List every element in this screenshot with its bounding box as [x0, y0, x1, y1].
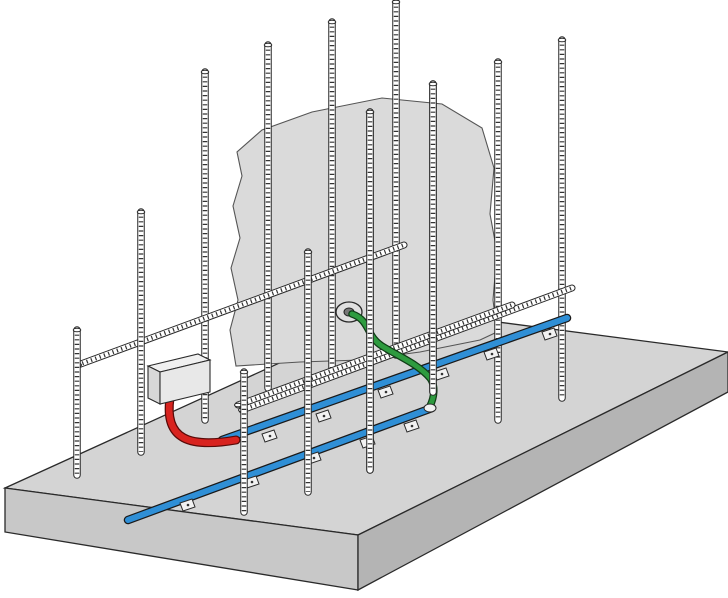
- green-conductor-clamp: [423, 403, 437, 413]
- spacer-clip-hole: [440, 372, 444, 376]
- vertical-rebar-front-5: [365, 108, 375, 474]
- vertical-rebar-back-5-cap: [493, 59, 503, 65]
- spacer-clip-hole: [186, 503, 190, 507]
- terminal-box-front: [147, 365, 161, 405]
- vertical-rebar-front-6-cap: [428, 81, 438, 87]
- vertical-rebar-front-4-cap: [303, 249, 313, 255]
- vertical-rebar-front-3-cap: [239, 369, 249, 375]
- electrode-strip-back-fill: [219, 315, 570, 443]
- vertical-rebar-front-2: [136, 208, 146, 456]
- horizontal-rebars: [74, 241, 576, 414]
- vertical-rebar-back-2-cap: [263, 42, 273, 48]
- vertical-rebar-front-6: [428, 80, 438, 396]
- electrode-strip-front-fill: [125, 405, 435, 523]
- vertical-rebar-back-3: [327, 18, 337, 376]
- spacer-clip-10: [483, 347, 500, 361]
- vertical-rebar-front-5-cap: [365, 109, 375, 115]
- spacer-clip-hole: [250, 480, 254, 484]
- terminal-box: [146, 353, 212, 405]
- vertical-rebar-front-2-cap: [136, 209, 146, 215]
- horizontal-rebar-2-ribs: [241, 286, 573, 412]
- spacer-clip-hole: [548, 332, 552, 336]
- vertical-rebar-back-3-cap: [327, 19, 337, 25]
- vertical-rebar-front-4: [303, 248, 313, 496]
- vertical-rebar-back-4: [391, 0, 401, 359]
- spacer-clip-7: [315, 409, 332, 423]
- red-connection-cable: [164, 393, 241, 448]
- spacer-clip-6: [261, 429, 278, 443]
- vertical-rebar-front-1-cap: [72, 327, 82, 333]
- horizontal-rebar-3: [234, 301, 516, 409]
- vertical-rebar-front-1: [72, 326, 82, 479]
- spacer-clip-hole: [268, 434, 272, 438]
- spacer-clip-hole: [410, 424, 414, 428]
- spacer-clip-hole: [322, 414, 326, 418]
- spacer-clip-1: [179, 498, 196, 512]
- spacer-clip-hole: [384, 390, 388, 394]
- horizontal-rebar-3-body: [235, 302, 515, 408]
- red-cable: [165, 394, 240, 446]
- vertical-rebar-back-6-cap: [557, 37, 567, 43]
- vertical-rebar-back-1-cap: [200, 69, 210, 75]
- vertical-rebar-back-4-cap: [391, 0, 401, 5]
- vertical-rebar-back-6: [557, 36, 567, 402]
- spacer-clip-11: [541, 327, 558, 341]
- spacer-clip-8: [377, 385, 394, 399]
- spacer-clip-5: [403, 419, 420, 433]
- vertical-rebar-front-3: [239, 368, 249, 516]
- rebar-cage-front: [72, 80, 438, 516]
- spacer-clip-hole: [312, 456, 316, 460]
- slab-side-face: [357, 351, 728, 592]
- spacer-clip-hole: [490, 352, 494, 356]
- vertical-rebar-back-2: [263, 41, 273, 392]
- horizontal-rebar-1-body: [75, 242, 407, 368]
- blue-earth-electrode: [123, 313, 572, 525]
- terminal-box-side: [159, 359, 211, 405]
- vertical-rebar-back-5: [493, 58, 503, 424]
